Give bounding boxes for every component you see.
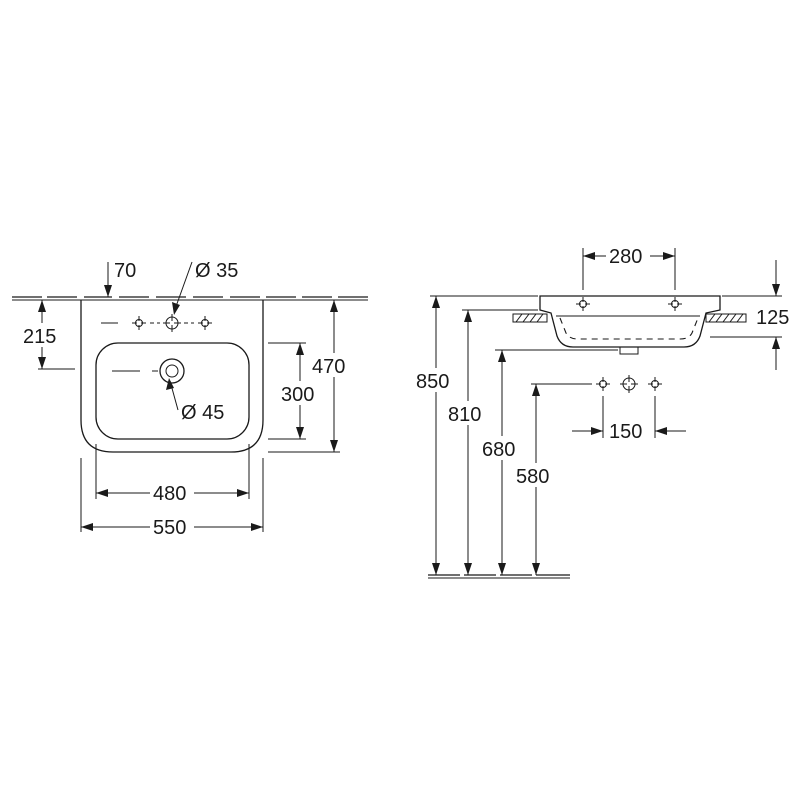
tap-hole-right-icon bbox=[197, 315, 213, 331]
dim-basin-depth-label: 300 bbox=[281, 384, 314, 406]
dim-waste-hole-label: Ø 45 bbox=[181, 402, 224, 424]
side-tap-hole-left-icon bbox=[575, 296, 591, 312]
dim-tap-holes-spacing: 150 bbox=[572, 396, 686, 443]
side-view: 280 125 150 bbox=[416, 243, 789, 579]
dim-rim-height: 125 bbox=[710, 260, 789, 370]
dim-tap-spacing-label: 280 bbox=[609, 246, 642, 268]
floor-line bbox=[428, 574, 570, 579]
dim-overall-width-label: 550 bbox=[153, 517, 186, 539]
dim-basin-depth: 300 bbox=[268, 342, 324, 440]
dim-overall-depth: 470 bbox=[268, 300, 356, 453]
dim-tap-hole: Ø 35 bbox=[172, 260, 238, 315]
wall-hatch-left bbox=[512, 313, 548, 323]
dim-height-680: 680 bbox=[481, 349, 618, 575]
front-view: 70 Ø 35 215 470 bbox=[12, 260, 368, 539]
dim-height-810-label: 810 bbox=[448, 404, 481, 426]
dim-overall-width: 550 bbox=[80, 458, 264, 539]
dim-height-580-label: 580 bbox=[516, 466, 549, 488]
dim-tap-offset: 70 bbox=[104, 260, 136, 297]
dim-height-680-label: 680 bbox=[482, 439, 515, 461]
tap-hole-a-icon bbox=[595, 376, 611, 392]
basin-side-outline bbox=[539, 295, 721, 348]
dim-tap-hole-label: Ø 35 bbox=[195, 260, 238, 282]
dim-tap-holes-spacing-label: 150 bbox=[609, 421, 642, 443]
side-tap-hole-right-icon bbox=[667, 296, 683, 312]
dim-basin-width-label: 480 bbox=[153, 483, 186, 505]
dim-height-850: 850 bbox=[416, 295, 538, 575]
waste-hole-icon bbox=[112, 358, 185, 384]
wall-hatch-right bbox=[705, 313, 747, 323]
tap-hole-center-icon bbox=[162, 313, 182, 333]
dim-height-850-label: 850 bbox=[416, 371, 449, 393]
dim-waste-hole: Ø 45 bbox=[166, 378, 224, 424]
dim-basin-width: 480 bbox=[95, 444, 250, 505]
dim-height-580: 580 bbox=[515, 384, 559, 575]
dim-rim-height-label: 125 bbox=[756, 307, 789, 329]
dim-overall-depth-label: 470 bbox=[312, 356, 345, 378]
dim-wall-to-tap: 215 bbox=[20, 299, 75, 370]
dim-height-810: 810 bbox=[447, 309, 538, 575]
basin-inner-bowl bbox=[95, 342, 250, 440]
tap-hole-c-icon bbox=[647, 376, 663, 392]
dim-wall-to-tap-label: 215 bbox=[23, 326, 56, 348]
tap-hole-b-icon bbox=[619, 374, 639, 394]
dim-tap-offset-label: 70 bbox=[114, 260, 136, 282]
dim-tap-spacing: 280 bbox=[582, 243, 676, 290]
waste-outlet bbox=[619, 346, 639, 355]
basin-outer-outline bbox=[80, 300, 264, 453]
tap-hole-left-icon bbox=[131, 315, 147, 331]
